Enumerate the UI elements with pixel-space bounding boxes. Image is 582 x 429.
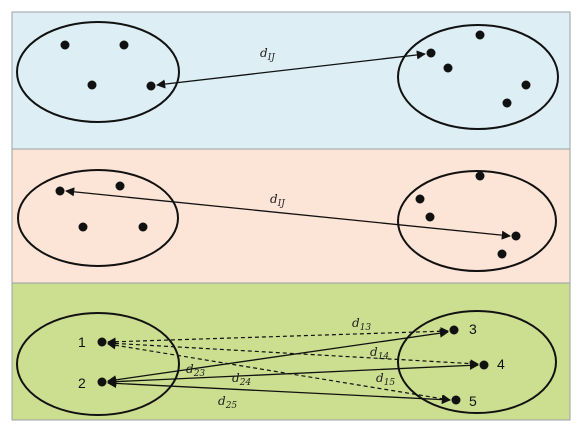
point	[115, 181, 125, 191]
distance-label-14: d14	[370, 345, 389, 362]
point-5	[451, 395, 461, 405]
distance-label-25: d25	[218, 394, 237, 411]
distance-label-13: d13	[352, 316, 371, 333]
point-label-4: 4	[497, 356, 505, 372]
point	[138, 222, 148, 232]
point	[443, 63, 453, 73]
point	[475, 171, 485, 181]
distance-label-15: d15	[376, 371, 395, 388]
point	[497, 249, 507, 259]
point-1	[97, 337, 107, 347]
point	[146, 81, 156, 91]
distance-label: dIJ	[270, 192, 286, 209]
point	[87, 80, 97, 90]
point-2	[97, 377, 107, 387]
distance-label-23: d23	[186, 362, 205, 379]
point	[521, 80, 531, 90]
point	[415, 194, 425, 204]
distance-arrow	[156, 50, 426, 89]
point	[475, 30, 485, 40]
point-label-1: 1	[78, 334, 86, 350]
point-4	[479, 360, 489, 370]
point	[511, 231, 521, 241]
panel-average-linkage: 1 2 3 4 5 d13 d14 d15 d23 d24 d25	[11, 282, 571, 421]
point-label-2: 2	[78, 375, 86, 391]
distance-arrow-25	[107, 378, 451, 405]
panel-background	[11, 282, 571, 421]
distance-label-24: d24	[232, 371, 251, 388]
point	[425, 212, 435, 222]
point-3	[449, 325, 459, 335]
panel-complete-linkage: dIJ	[11, 148, 571, 284]
point	[55, 186, 65, 196]
point	[60, 40, 70, 50]
distance-label: dIJ	[260, 46, 276, 63]
point-label-5: 5	[469, 393, 477, 409]
point	[426, 48, 436, 58]
panel-single-linkage: dIJ	[11, 11, 571, 150]
distance-arrow	[65, 187, 511, 240]
point	[502, 98, 512, 108]
point	[119, 40, 129, 50]
point	[78, 222, 88, 232]
point-label-3: 3	[469, 321, 477, 337]
